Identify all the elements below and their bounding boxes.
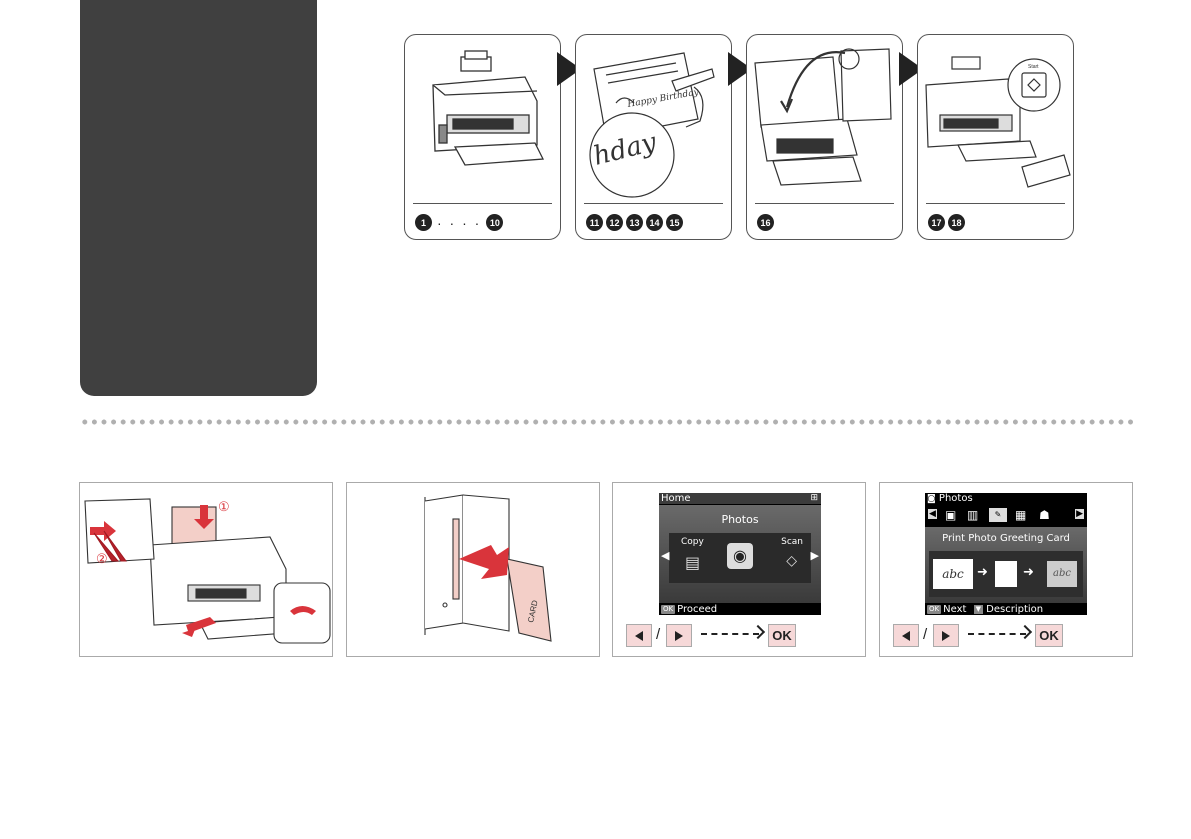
flow-panel-write-card: Happy Birthday hday 11 12 13 14 15: [575, 34, 732, 240]
fold-card-icon: [995, 561, 1017, 587]
step-divider: [926, 203, 1065, 204]
sticker-icon: ▦: [1015, 508, 1027, 522]
step-numbers: 1 · · · · 10: [415, 214, 504, 231]
section-tab: [80, 0, 317, 396]
flow-panel-print: Start 17 18: [917, 34, 1074, 240]
lcd-icon-row: ◀ ▣ ▥ ✎ ▦ ☗ ▶: [925, 506, 1087, 526]
id-photo-icon: ☗: [1039, 508, 1050, 522]
step-number: 14: [646, 214, 663, 231]
ok-badge: OK: [927, 604, 942, 614]
scan-label: Scan: [781, 537, 803, 547]
dashed-arrow: [968, 633, 1026, 635]
right-button[interactable]: [666, 624, 692, 647]
photos-small-icon: ◙: [927, 494, 936, 504]
step-number: 17: [928, 214, 945, 231]
slash-separator: /: [923, 626, 928, 643]
lcd-menu-title: Print Photo Greeting Card: [942, 533, 1070, 544]
triangle-left-icon: [902, 630, 910, 641]
left-button[interactable]: [626, 624, 652, 647]
arrow-icon: ➜: [977, 565, 988, 580]
greeting-card-icon: ✎: [989, 508, 1007, 522]
footer-description: Description: [986, 604, 1044, 615]
copy-label: Copy: [681, 537, 704, 547]
step-number: 18: [948, 214, 965, 231]
lcd-header-title: Photos: [938, 493, 973, 504]
lcd-content: Print Photo Greeting Card abc ➜ ➜ abc: [925, 527, 1087, 603]
triangle-left-icon: [635, 630, 643, 641]
lcd-header: Home ⊞: [659, 493, 821, 504]
copy-icon: ▤: [685, 553, 701, 572]
lcd-header-title: Home: [661, 493, 691, 504]
lcd-screen: ◙ Photos ◀ ▣ ▥ ✎ ▦ ☗ ▶ Print Photo Greet…: [925, 493, 1087, 615]
step-panel-photos-menu: ◙ Photos ◀ ▣ ▥ ✎ ▦ ☗ ▶ Print Photo Greet…: [879, 482, 1133, 657]
lcd-menu-area: Photos ◀ ▶ Copy ▤ ◉ Scan ◇: [659, 505, 821, 603]
left-button[interactable]: [893, 624, 919, 647]
step-numbers: 11 12 13 14 15: [586, 214, 683, 231]
triangle-right-icon: [942, 630, 950, 641]
step-divider: [584, 203, 723, 204]
dashed-arrow: [701, 633, 759, 635]
sample-card: abc: [933, 559, 973, 589]
ok-button[interactable]: OK: [768, 624, 796, 647]
arrow-left-icon[interactable]: ◀: [928, 509, 937, 519]
flow-panel-scan-card: 16: [746, 34, 903, 240]
down-badge-icon: ▼: [973, 604, 983, 614]
right-button[interactable]: [933, 624, 959, 647]
triangle-right-icon: [675, 630, 683, 641]
lcd-menu-title: Photos: [721, 513, 759, 526]
step-numbers: 17 18: [928, 214, 965, 231]
marker-1: ①: [218, 499, 230, 514]
start-label: Start: [1028, 64, 1039, 70]
step-panel-insert-card: CARD: [346, 482, 600, 657]
print-icon: ▣: [945, 508, 957, 522]
step-number: 16: [757, 214, 774, 231]
insert-card-illustration: CARD: [424, 494, 552, 642]
arrow-left-icon[interactable]: ◀: [661, 549, 670, 562]
step-number: 13: [626, 214, 643, 231]
slash-separator: /: [656, 626, 661, 643]
flow-panel-load-paper: 1 · · · · 10: [404, 34, 561, 240]
step-number: 15: [666, 214, 683, 231]
photos-icon: ◉: [727, 543, 753, 569]
step-number: 1: [415, 214, 432, 231]
scanned-card: abc: [1047, 561, 1077, 587]
dotted-divider: [80, 419, 1135, 425]
load-paper-illustration: ① ②: [84, 498, 331, 644]
step-number: 10: [486, 214, 504, 231]
lcd-header: ◙ Photos: [925, 493, 1087, 504]
scan-icon: ◇: [786, 553, 797, 569]
step-numbers: 16: [757, 214, 774, 231]
step-number: 12: [606, 214, 623, 231]
step-divider: [755, 203, 894, 204]
print-illustration: Start: [925, 56, 1071, 188]
arrow-right-icon[interactable]: ▶: [810, 549, 819, 562]
step-number: 11: [586, 214, 603, 231]
write-card-illustration: Happy Birthday hday: [589, 52, 715, 198]
scanner-illustration: [754, 48, 892, 186]
arrow-icon: ➜: [1023, 565, 1034, 580]
range-dots: · · · ·: [437, 214, 482, 231]
footer-next: Next: [943, 604, 967, 615]
ok-button[interactable]: OK: [1035, 624, 1063, 647]
step-divider: [413, 203, 552, 204]
step-panel-load-paper: ① ②: [79, 482, 333, 657]
marker-2: ②: [96, 551, 108, 566]
arrow-right-icon[interactable]: ▶: [1075, 509, 1084, 519]
network-icon: ⊞: [810, 493, 818, 503]
footer-text: Proceed: [677, 604, 718, 615]
ok-badge: OK: [661, 604, 676, 614]
layout-icon: ▥: [967, 508, 979, 522]
greeting-card-preview: abc ➜ ➜ abc: [929, 551, 1083, 597]
printer-illustration: [432, 50, 545, 166]
